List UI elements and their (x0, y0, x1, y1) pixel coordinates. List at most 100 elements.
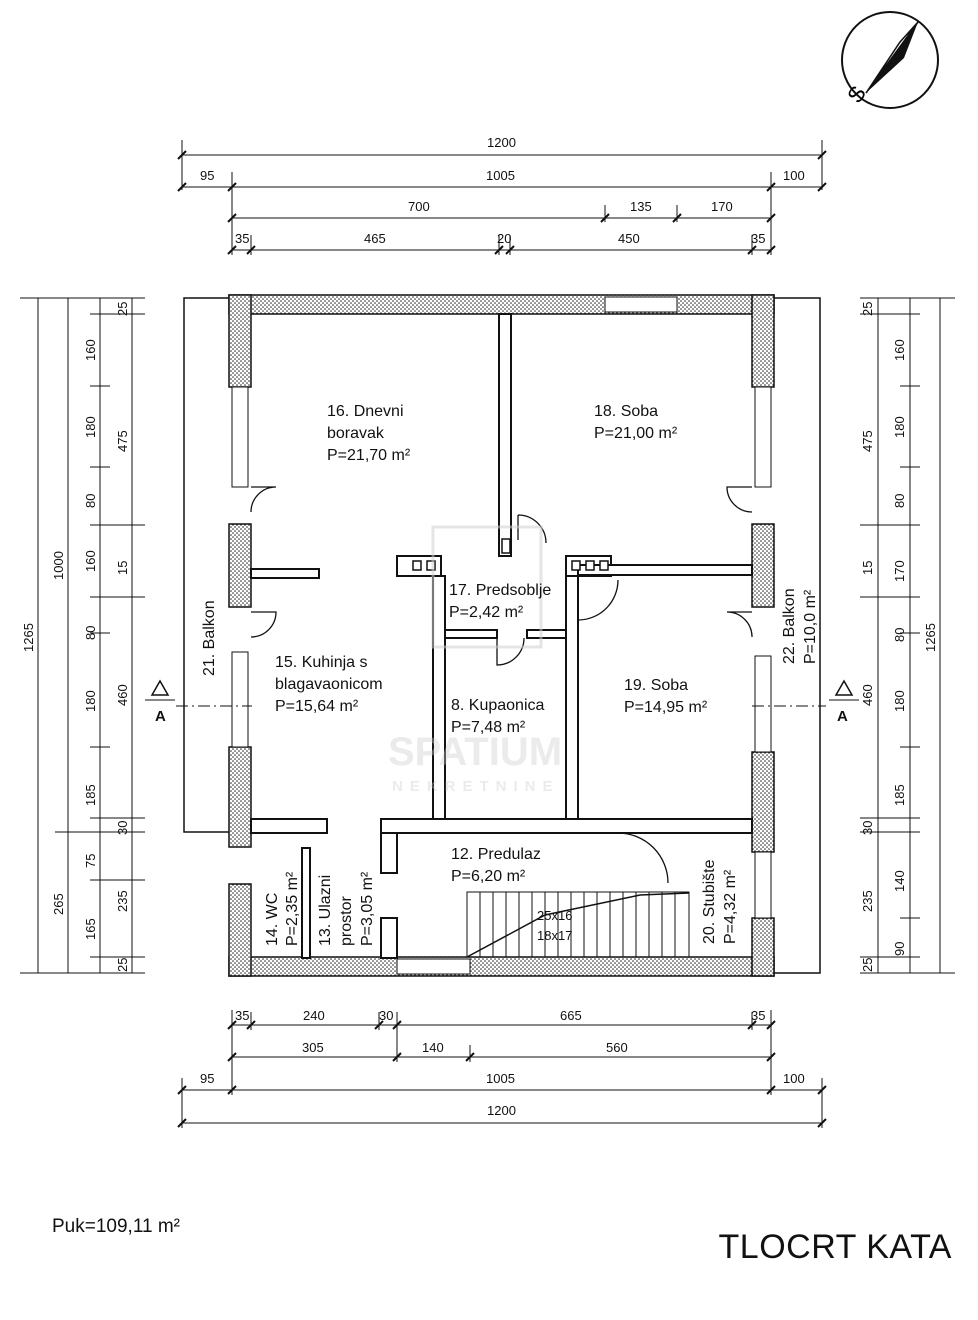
dim-right-r1-25a: 25 (860, 302, 875, 316)
dim-bot-305: 305 (302, 1040, 324, 1055)
staircase (466, 891, 690, 958)
room-12-area: P=6,20 m² (451, 868, 526, 885)
watermark-brand: SPATIUM (388, 730, 562, 774)
dim-top-170: 170 (711, 199, 733, 214)
dim-right-r1-25b: 25 (860, 958, 875, 972)
dim-left-1265: 1265 (21, 623, 36, 652)
stairs-label-1: 25x16 (537, 908, 572, 923)
dim-left-r4-165: 165 (83, 918, 98, 940)
room-19-area: P=14,95 m² (624, 699, 708, 716)
room-13-area: P=3,05 m² (359, 871, 376, 946)
dim-right-r1-30: 30 (860, 821, 875, 835)
room-15-line1: 15. Kuhinja s (275, 654, 368, 671)
room-16-area: P=21,70 m² (327, 447, 411, 464)
dim-left-r4-180: 180 (83, 416, 98, 438)
dim-left-r4-160: 160 (83, 339, 98, 361)
dim-left-1000: 1000 (51, 551, 66, 580)
dim-left-r3-235: 235 (115, 890, 130, 912)
dim-left-r3-25b: 25 (115, 958, 130, 972)
dim-left-r3-460: 460 (115, 684, 130, 706)
dim-bot-560: 560 (606, 1040, 628, 1055)
room-19-name: 19. Soba (624, 677, 688, 694)
dim-top-100: 100 (783, 168, 805, 183)
room-14-name: 14. WC (264, 893, 281, 946)
dim-right-r1-460: 460 (860, 684, 875, 706)
dim-right-r2-180b: 180 (892, 690, 907, 712)
room-8-area: P=7,48 m² (451, 719, 526, 736)
doors (250, 486, 753, 884)
dim-left-r3-25a: 25 (115, 302, 130, 316)
room-18-area: P=21,00 m² (594, 425, 678, 442)
dim-top-450: 450 (618, 231, 640, 246)
room-15-area: P=15,64 m² (275, 698, 359, 715)
room-16-line2: boravak (327, 425, 385, 442)
dim-bot-total: 1200 (487, 1103, 516, 1118)
dim-bot-35b: 35 (751, 1008, 765, 1023)
dim-top-20: 20 (497, 231, 511, 246)
dim-top-total: 1200 (487, 135, 516, 150)
dim-right-r2-80: 80 (892, 494, 907, 508)
watermark-logo: SPATIUM NEKRETNINE (388, 525, 562, 795)
watermark-sub: NEKRETNINE (392, 778, 560, 795)
section-mark-left: A (155, 708, 166, 725)
dim-top-35a: 35 (235, 231, 249, 246)
walls (228, 294, 775, 977)
dim-left-r4-160b: 160 (83, 550, 98, 572)
dim-bot-665: 665 (560, 1008, 582, 1023)
room-18-name: 18. Soba (594, 403, 658, 420)
room-17-area: P=2,42 m² (449, 604, 524, 621)
dim-bot-30: 30 (379, 1008, 393, 1023)
dim-bot-240: 240 (303, 1008, 325, 1023)
compass-label: S (842, 81, 871, 107)
dim-top-700: 700 (408, 199, 430, 214)
room-8-name: 8. Kupaonica (451, 697, 545, 714)
dim-right-r1-15: 15 (860, 561, 875, 575)
room-12-name: 12. Predulaz (451, 846, 541, 863)
dim-bot-35a: 35 (235, 1008, 249, 1023)
dim-top-465: 465 (364, 231, 386, 246)
dim-right-r1-235: 235 (860, 890, 875, 912)
room-21-name: 21. Balkon (201, 600, 218, 676)
dim-right-r2-160: 160 (892, 339, 907, 361)
top-dimensions (177, 140, 827, 255)
bottom-dimensions (177, 1010, 827, 1128)
dim-top-135: 135 (630, 199, 652, 214)
dim-right-r2-180: 180 (892, 416, 907, 438)
dim-left-r3-15: 15 (115, 561, 130, 575)
dim-left-r4-75: 75 (83, 854, 98, 868)
dim-right-r2-185: 185 (892, 784, 907, 806)
dim-left-r4-180b: 180 (83, 690, 98, 712)
room-22-area: P=10,0 m² (802, 589, 819, 664)
dim-left-r3-475: 475 (115, 430, 130, 452)
dim-left-r3-30: 30 (115, 821, 130, 835)
left-dimensions (20, 297, 145, 974)
room-13-line2: prostor (338, 896, 355, 946)
right-dimensions (860, 297, 955, 974)
dim-right-r2-140: 140 (892, 870, 907, 892)
room-14-area: P=2,35 m² (284, 871, 301, 946)
dim-bot-100: 100 (783, 1071, 805, 1086)
dim-left-r4-80b: 80 (83, 626, 98, 640)
room-20-name: 20. Stubište (701, 859, 718, 944)
room-16-line1: 16. Dnevni (327, 403, 404, 420)
drawing-title: TLOCRT KATA (718, 1228, 952, 1266)
dim-top-1005: 1005 (486, 168, 515, 183)
room-20-area: P=4,32 m² (722, 869, 739, 944)
dim-right-1265: 1265 (923, 623, 938, 652)
dim-left-r4-185: 185 (83, 784, 98, 806)
dim-right-r1-475: 475 (860, 430, 875, 452)
dim-top-35b: 35 (751, 231, 765, 246)
total-area: Puk=109,11 m² (52, 1216, 180, 1237)
dim-top-95: 95 (200, 168, 214, 183)
dim-right-r2-170: 170 (892, 560, 907, 582)
dim-bot-140: 140 (422, 1040, 444, 1055)
section-mark-right: A (837, 708, 848, 725)
room-15-line2: blagavaonicom (275, 676, 383, 693)
dim-bot-1005: 1005 (486, 1071, 515, 1086)
dim-left-265: 265 (51, 893, 66, 915)
room-13-line1: 13. Ulazni (317, 875, 334, 946)
dim-left-r4-80: 80 (83, 494, 98, 508)
stairs-label-2: 18x17 (537, 928, 572, 943)
dim-right-r2-80b: 80 (892, 628, 907, 642)
